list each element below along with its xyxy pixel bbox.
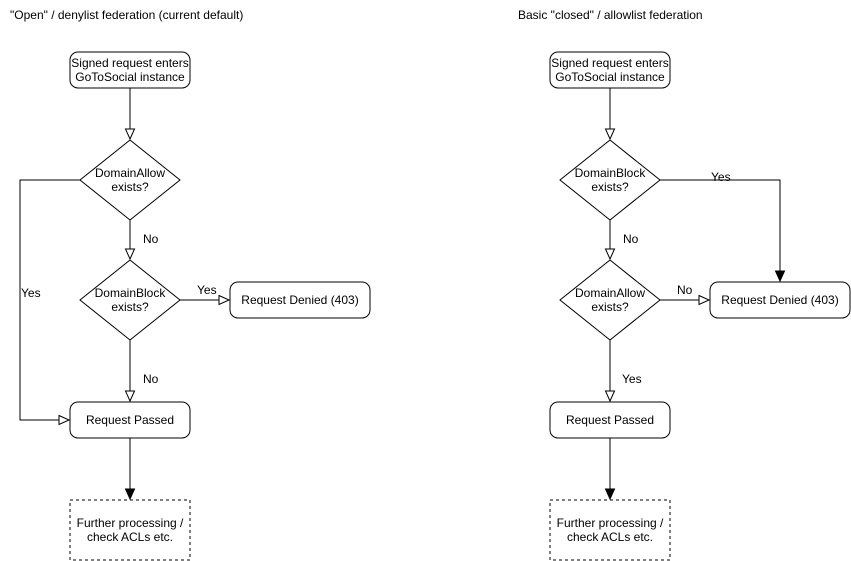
node-left-further-processing xyxy=(69,499,191,561)
node-left-decision-domainallow xyxy=(79,139,181,221)
node-right-decision-domainblock xyxy=(559,139,661,221)
node-left-decision-domainblock xyxy=(79,259,181,341)
node-right-start xyxy=(549,51,671,89)
right-diagram-title: Basic "closed" / allowlist federation xyxy=(518,8,703,22)
node-right-further-processing xyxy=(549,499,671,561)
node-right-decision-domainallow xyxy=(559,259,661,341)
edge-left-decision1-yes-to-passed xyxy=(19,179,80,426)
left-diagram-title: "Open" / denylist federation (current de… xyxy=(10,8,244,22)
edge-right-decision1-yes-to-denied xyxy=(660,179,786,283)
node-right-request-passed xyxy=(549,401,671,439)
node-left-request-denied xyxy=(229,281,371,319)
node-left-start xyxy=(69,51,191,89)
node-left-request-passed xyxy=(69,401,191,439)
node-right-request-denied xyxy=(709,281,851,319)
